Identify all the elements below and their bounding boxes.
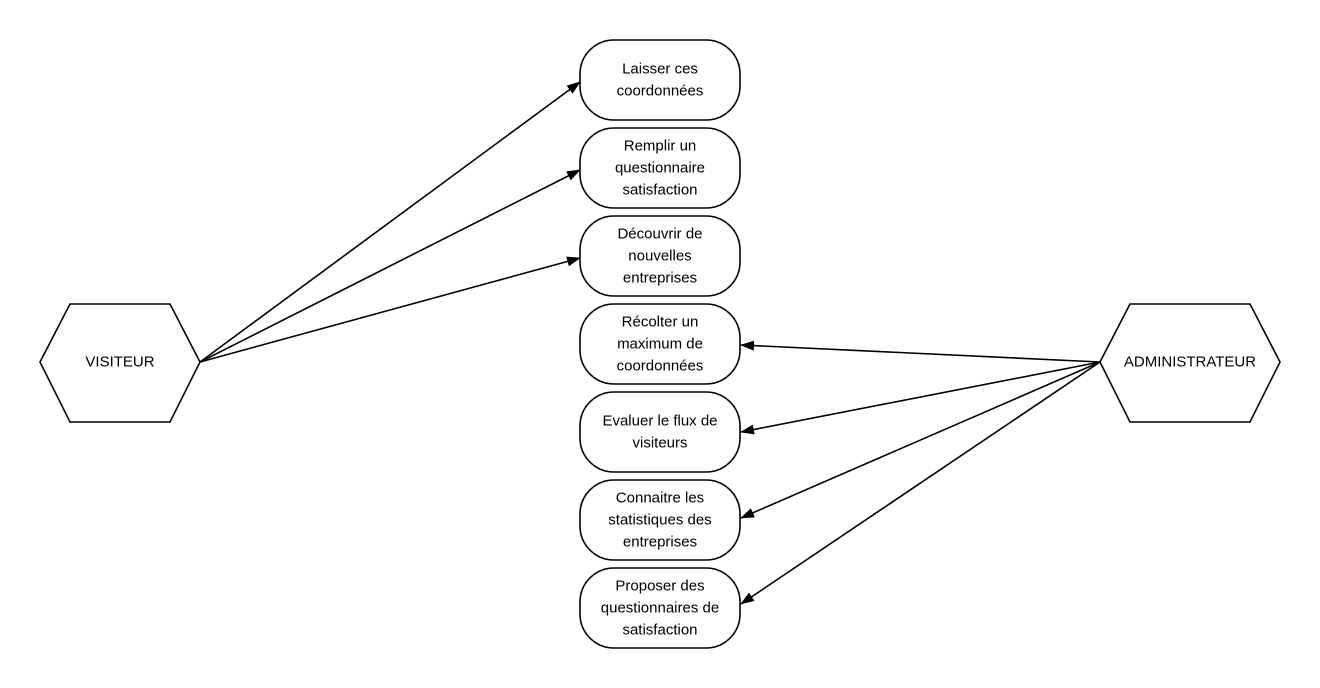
use-case-label-line: Laisser ces	[622, 61, 698, 78]
use-case-label-line: coordonnées	[617, 83, 704, 100]
use-case-label-line: Proposer des	[615, 578, 704, 595]
use-case-label-line: questionnaires de	[601, 600, 719, 617]
use-case-label-line: entreprises	[623, 534, 697, 551]
actor-admin-label: ADMINISTRATEUR	[1124, 354, 1256, 371]
use-case-uc1[interactable]: Laisser ces coordonnées	[579, 39, 741, 121]
use-case-label-line: coordonnées	[617, 358, 704, 375]
actor-visitor[interactable]: VISITEUR	[39, 303, 201, 423]
association-arrow-admin-uc7	[740, 361, 1101, 605]
use-case-box	[579, 479, 741, 561]
use-case-uc7[interactable]: Proposer des questionnaires de satisfactio…	[579, 567, 741, 649]
use-case-uc2[interactable]: Remplir un questionnaire satisfaction	[579, 127, 741, 209]
actor-visitor-label: VISITEUR	[85, 354, 154, 371]
use-case-box	[579, 39, 741, 121]
connector-layer	[199, 81, 1101, 605]
use-case-label-line: Remplir un	[624, 138, 697, 155]
use-case-box	[579, 215, 741, 297]
use-case-label-line: satisfaction	[622, 622, 697, 639]
actor-visitor-hexagon	[39, 303, 201, 423]
use-case-label-line: nouvelles	[628, 248, 691, 265]
use-case-uc3[interactable]: Découvrir de nouvelles entreprises	[579, 215, 741, 297]
actor-admin[interactable]: ADMINISTRATEUR	[1099, 303, 1281, 423]
association-arrow-admin-uc4	[740, 340, 1101, 363]
use-case-label-line: Découvrir de	[617, 226, 702, 243]
use-case-label-line: Connaitre les	[616, 490, 704, 507]
use-case-label-line: satisfaction	[622, 182, 697, 199]
use-case-label-line: statistiques des	[608, 512, 711, 529]
association-arrow-visitor-uc1	[199, 81, 581, 363]
use-case-box	[579, 127, 741, 209]
association-arrow-admin-uc5	[740, 361, 1101, 435]
use-case-box	[579, 303, 741, 385]
use-case-box	[579, 391, 741, 473]
actor-admin-hexagon	[1099, 303, 1281, 423]
use-case-label-line: Evaluer le flux de	[602, 413, 717, 430]
use-case-uc4[interactable]: Récolter un maximum de coordonnées	[579, 303, 741, 385]
use-case-label-line: visiteurs	[632, 435, 687, 452]
use-case-uc6[interactable]: Connaitre les statistiques des entreprises	[579, 479, 741, 561]
association-arrow-visitor-uc2	[199, 169, 581, 363]
use-case-label-line: questionnaire	[615, 160, 705, 177]
use-case-label-line: maximum de	[617, 336, 703, 353]
association-arrow-visitor-uc3	[199, 256, 581, 363]
use-case-label-line: Récolter un	[622, 314, 699, 331]
use-case-box	[579, 567, 741, 649]
association-arrow-admin-uc6	[740, 361, 1101, 519]
use-case-label-line: entreprises	[623, 270, 697, 287]
use-case-uc5[interactable]: Evaluer le flux de visiteurs	[579, 391, 741, 473]
